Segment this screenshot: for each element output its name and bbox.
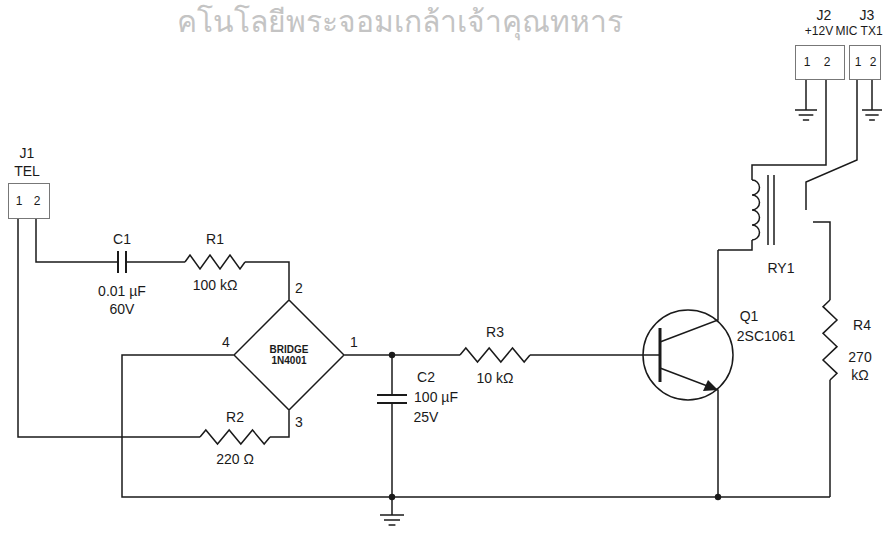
ground-symbol: [862, 109, 882, 111]
part-name: R2: [226, 409, 244, 425]
part-value: 25V: [414, 409, 439, 425]
part-name: RY1: [768, 260, 795, 276]
ground-symbol: [380, 514, 404, 516]
ground-symbol: [865, 114, 878, 116]
connector-box: J3MIC TX112: [849, 45, 881, 80]
wire: [344, 354, 460, 356]
wire: [270, 410, 289, 437]
connector-name: TEL: [14, 163, 40, 179]
part-value: 220 Ω: [216, 451, 254, 467]
pin-number: 1: [16, 195, 23, 209]
ground-symbol: [795, 109, 817, 111]
resistor-symbol: [823, 300, 837, 380]
wire: [18, 219, 200, 437]
connector-name: J3: [860, 7, 875, 23]
connector-name: MIC TX1: [835, 25, 882, 39]
resistor-symbol: [200, 430, 270, 444]
part-value: 2SC1061: [737, 328, 795, 344]
part-name: C2: [417, 369, 435, 385]
wire: [871, 80, 873, 110]
relay-core: [767, 175, 769, 245]
connector-name: J2: [817, 7, 832, 23]
resistor-symbol: [460, 348, 530, 362]
part-name: Q1: [740, 308, 759, 324]
wire: [660, 250, 718, 342]
pin-number: 4: [222, 334, 230, 350]
wire: [391, 497, 393, 515]
bridge-diamond: BRIDGE 1N4001: [234, 300, 344, 410]
part-value: 60V: [110, 301, 135, 317]
wire: [813, 222, 830, 300]
ground-symbol: [384, 519, 400, 521]
diamond-outline: [234, 300, 344, 410]
wire: [752, 80, 826, 180]
wire: [829, 380, 831, 497]
pin-number: 1: [855, 56, 862, 70]
part-value: 100 µF: [414, 389, 458, 405]
wire: [805, 80, 807, 110]
capacitor-symbol: [117, 251, 119, 273]
wire: [126, 261, 185, 263]
wire: [122, 355, 830, 497]
part-name: R4: [853, 317, 871, 333]
part-value: 10 kΩ: [477, 370, 514, 386]
pin-number: 2: [870, 56, 877, 70]
pin-number: 1: [804, 56, 811, 70]
pin-number: 2: [295, 280, 303, 296]
wire: [391, 355, 393, 395]
part-value: 270: [848, 349, 871, 365]
relay-core: [773, 175, 775, 245]
relay-coil: [752, 180, 760, 240]
resistor-symbol: [185, 255, 245, 269]
pin-number: 1: [350, 334, 358, 350]
capacitor-symbol: [377, 394, 407, 396]
ground-symbol: [799, 114, 814, 116]
watermark: คโนโลยีพระจอมเกล้าเจ้าคุณทหาร: [177, 5, 623, 40]
wire: [36, 219, 118, 262]
ground-symbol: [389, 524, 396, 526]
pin-number: 3: [295, 414, 303, 430]
ground-symbol: [869, 119, 875, 121]
wire: [391, 403, 393, 497]
transistor-symbol: [643, 310, 733, 400]
wire: [806, 80, 857, 210]
part-name: R1: [206, 231, 224, 247]
connector-box: J2+12V12: [795, 45, 845, 80]
wire: [660, 368, 718, 497]
part-name: R3: [486, 324, 504, 340]
part-name: C1: [113, 231, 131, 247]
part-value: 100 kΩ: [193, 277, 238, 293]
ground-symbol: [803, 119, 809, 121]
wire: [718, 240, 752, 250]
wire: [530, 354, 660, 356]
connector-name: J1: [20, 145, 35, 161]
part-value: 0.01 µF: [98, 283, 146, 299]
wire: [245, 262, 289, 300]
connector-box: J1TEL12: [8, 183, 50, 219]
bridge-label: BRIDGE 1N4001: [262, 344, 316, 366]
emitter-arrow: [703, 380, 718, 391]
junction-dot: [715, 494, 721, 500]
part-value: kΩ: [851, 367, 868, 383]
transistor-base: [659, 328, 662, 382]
pin-number: 2: [824, 56, 831, 70]
connector-name: +12V: [805, 25, 833, 39]
pin-number: 2: [34, 195, 41, 209]
